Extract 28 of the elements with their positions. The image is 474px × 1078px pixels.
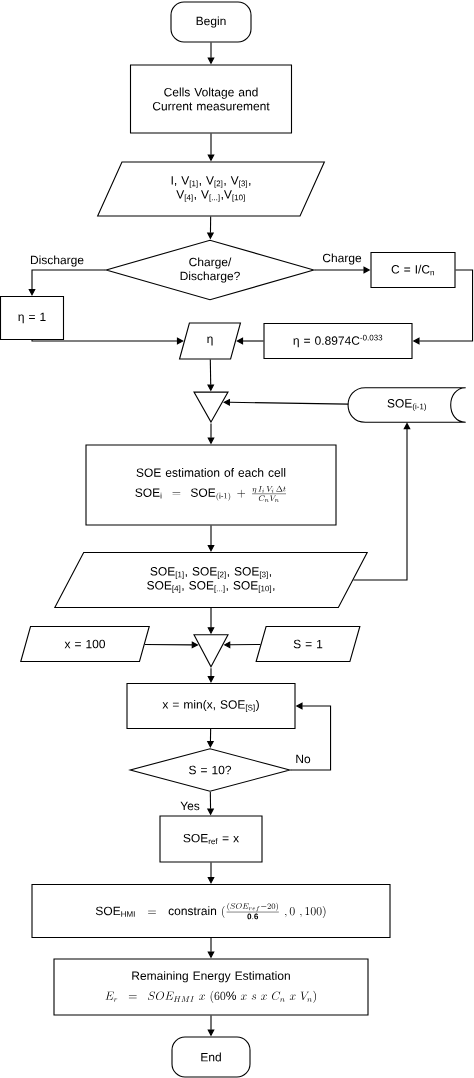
process-box: SOE$_{ref}$ = x xyxy=(159,815,263,863)
data-parallelogram: S = 1 xyxy=(255,625,361,663)
arrow xyxy=(352,422,411,581)
arrow xyxy=(31,337,184,345)
process-box: C = I/C$_{n}$ xyxy=(370,251,456,289)
arrow xyxy=(144,641,199,649)
arrow xyxy=(207,525,215,552)
process-box: SOE estimation of each cell $\mathrm{SOE}_{\mathrm{i}} = \mathrm{SOE}_{(\mathrm{i}\text{-}1)} + \frac{\eta\, I_i\, V_i\, \Delta t}{C_n V_n}$ xyxy=(85,444,337,526)
arrow xyxy=(236,337,264,345)
edge-label: Yes xyxy=(179,800,201,812)
process-box: η = 0.8974C$^{-0.033}$ xyxy=(263,322,413,360)
process-box: x = min(x, SOE$_{[S]}$) xyxy=(126,682,296,730)
process-box: η = 1 xyxy=(0,295,65,341)
terminal-box: Begin xyxy=(170,1,252,43)
arrow xyxy=(207,667,215,683)
process-box: $\mathrm{SOE}_{\mathrm{HMI}} = \mathrm{constrain}\ (\frac{\mathbf{(}SOE_{ref}-20\mathbf{)}}{\mathbf{0.6}}\ ,0\ ,100)$ xyxy=(31,883,391,939)
process-box: Remaining Energy Estimation $E_r = SOE_{HMI}\ x\ (60\%\ x\ s\ x\ C_n\ x\ V_n)$ xyxy=(53,958,369,1016)
merge-triangle xyxy=(193,634,229,668)
process-box: Cells Voltage and Current measurement xyxy=(129,64,293,134)
arrow xyxy=(28,269,106,296)
terminal-box: End xyxy=(171,1036,251,1078)
data-parallelogram: x = 100 xyxy=(20,625,150,663)
edge-label: Charge xyxy=(321,252,363,266)
edge-label: Discharge xyxy=(29,254,85,268)
storage-box: SOE$_{(i-1)}$ xyxy=(347,387,467,423)
arrow xyxy=(207,862,215,884)
edge-label: No xyxy=(294,753,312,765)
arrow xyxy=(290,702,332,771)
